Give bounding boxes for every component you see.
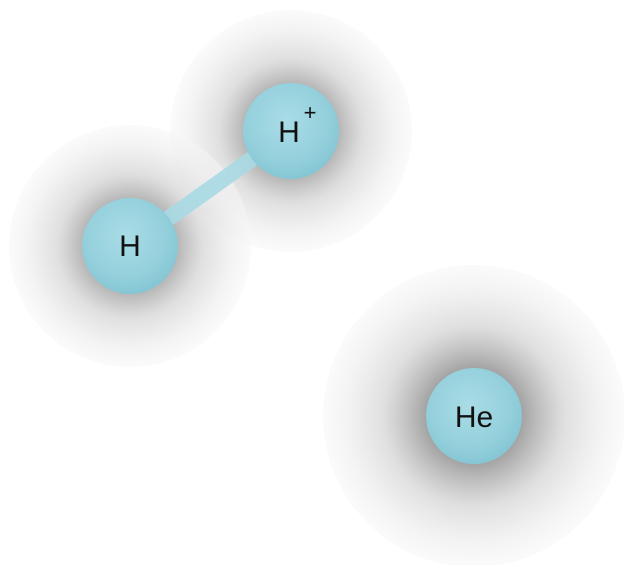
atom-symbol-h-plus: H bbox=[278, 116, 300, 149]
atom-h-plus: H + bbox=[243, 83, 339, 179]
atom-charge-h-plus: + bbox=[304, 100, 317, 125]
nucleus-h bbox=[82, 198, 178, 294]
atom-he: He bbox=[426, 368, 522, 464]
atom-symbol-he: He bbox=[455, 401, 493, 434]
nucleus-he bbox=[426, 368, 522, 464]
nucleus-h-plus bbox=[243, 83, 339, 179]
atom-h: H bbox=[82, 198, 178, 294]
atom-symbol-h: H bbox=[119, 230, 141, 263]
